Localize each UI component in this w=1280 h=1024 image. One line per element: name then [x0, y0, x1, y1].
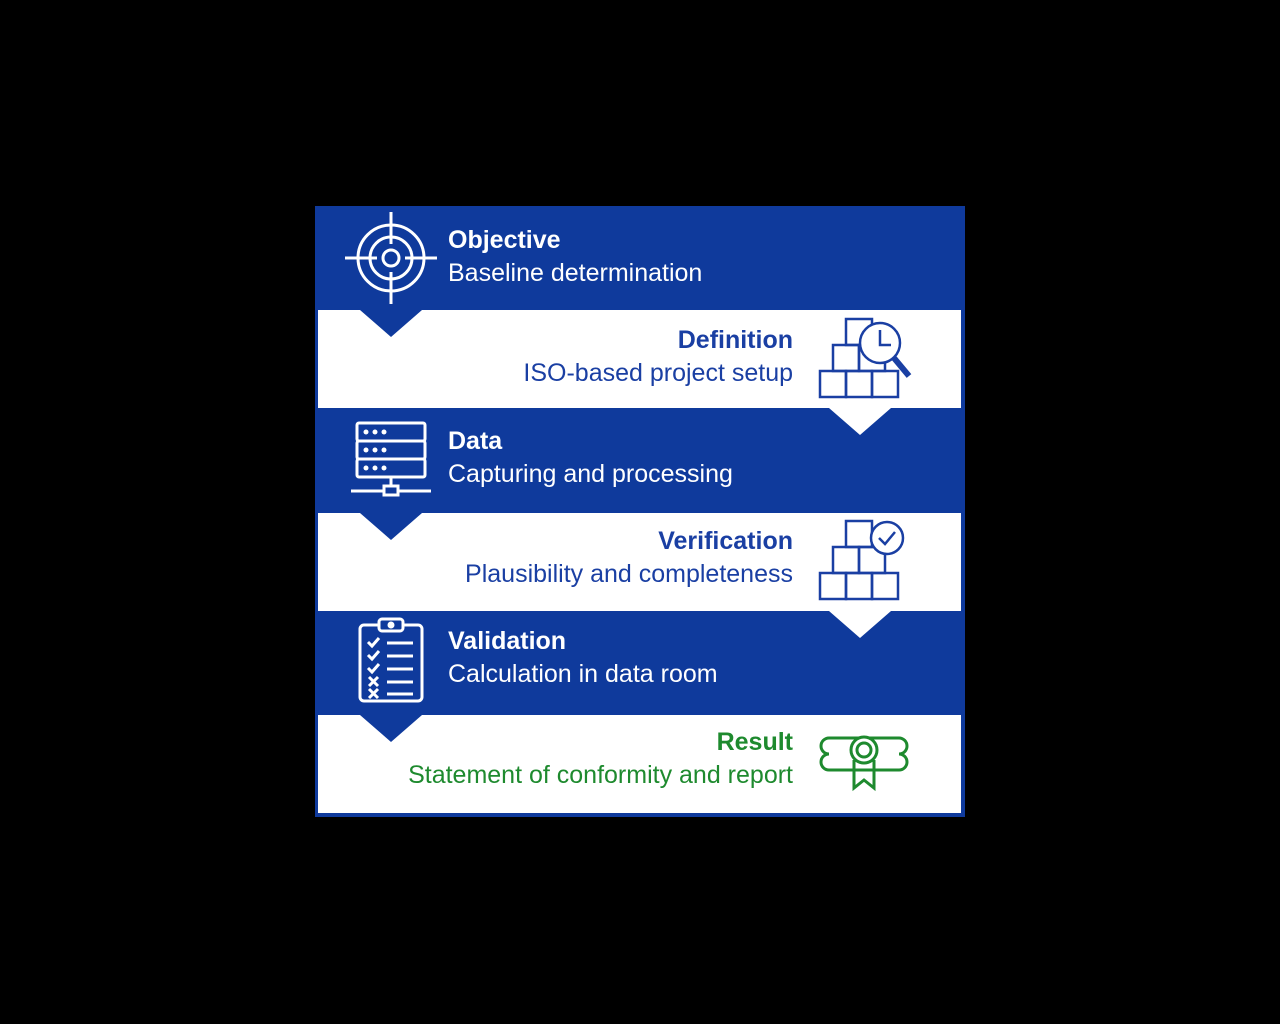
step-subtitle: Plausibility and completeness — [465, 559, 793, 588]
arrow-notch — [360, 513, 422, 540]
step-verification: Verification Plausibility and completene… — [465, 525, 793, 590]
boxes-check-icon — [817, 518, 913, 609]
step-subtitle: Statement of conformity and report — [408, 760, 793, 789]
arrow-notch — [360, 715, 422, 742]
panel-verification — [318, 513, 961, 611]
step-validation: Validation Calculation in data room — [448, 625, 718, 690]
boxes-clock-icon — [817, 316, 917, 409]
step-subtitle: Baseline determination — [448, 258, 703, 287]
step-result: Result Statement of conformity and repor… — [408, 726, 793, 791]
process-diagram: Objective Baseline determination Definit… — [315, 206, 965, 817]
arrow-notch — [360, 310, 422, 337]
arrow-notch — [829, 611, 891, 638]
panel-definition — [318, 310, 961, 408]
step-title: Result — [716, 728, 793, 756]
step-title: Verification — [658, 527, 793, 555]
arrow-notch — [829, 408, 891, 435]
certificate-icon — [817, 730, 909, 797]
step-title: Definition — [677, 326, 793, 354]
step-title: Objective — [448, 226, 561, 254]
step-data: Data Capturing and processing — [448, 425, 733, 490]
step-title: Data — [448, 427, 503, 455]
step-subtitle: Capturing and processing — [448, 459, 733, 488]
checklist-icon — [357, 616, 425, 709]
step-subtitle: Calculation in data room — [448, 659, 718, 688]
step-objective: Objective Baseline determination — [448, 224, 702, 289]
step-definition: Definition ISO-based project setup — [523, 324, 793, 389]
server-icon — [351, 420, 433, 503]
step-subtitle: ISO-based project setup — [523, 358, 793, 387]
target-icon — [345, 212, 437, 309]
step-title: Validation — [448, 627, 567, 655]
